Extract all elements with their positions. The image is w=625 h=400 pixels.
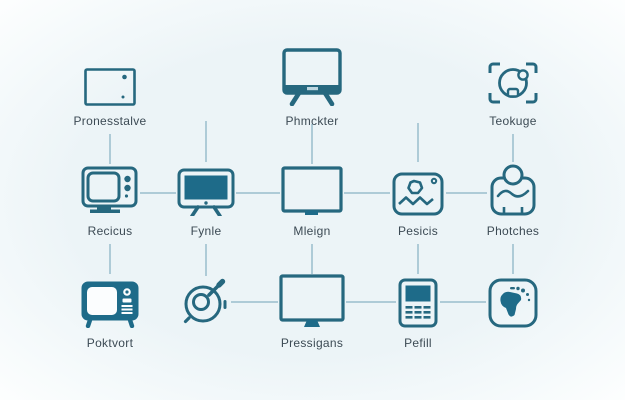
node-mleign: Mleign [262,164,362,238]
node-label: Mleign [293,224,331,238]
connector-disc-monitorstand [231,301,278,303]
portrait-icon [463,164,563,216]
node-label: Photches [486,224,540,238]
tv-with-legs-icon [262,44,362,106]
connector-monitorstand-calculator [346,301,396,303]
node-teokuge: Teokuge [463,44,563,128]
connector-retrotv-poktvort [109,244,111,274]
calculator-icon [368,274,468,328]
connector-display-monitorstand [311,244,313,274]
connector-col2-monitor [205,121,207,162]
node-label: Phmckter [285,114,339,128]
node-label: Pefill [404,336,432,350]
connector-tvlegs-display [311,124,313,164]
connector-photo-portrait [446,192,487,194]
connector-retrotv-monitor [140,192,176,194]
globe-icon [463,274,563,328]
node-disc [156,274,256,328]
tablet-icon [60,44,160,106]
node-phmckter: Phmckter [262,44,362,128]
node-pressigans: Pressigans [262,274,362,350]
node-label: Pressigans [280,336,344,350]
connector-calculator-globe [440,301,486,303]
node-globe [463,274,563,328]
monitor-stand-icon [262,274,362,328]
connector-photo-calculator [417,244,419,274]
node-label: Recicus [87,224,133,238]
node-label: Pesicis [397,224,439,238]
connector-monitor-disc [205,244,207,276]
node-recicus: Recicus [60,164,160,238]
photo-icon [368,164,468,216]
retro-tv-filled-icon [60,274,160,328]
connector-col4-photo [417,123,419,162]
display-plain-icon [262,164,362,216]
monitor-filled-icon [156,164,256,216]
connector-display-photo [344,192,390,194]
node-label: Pronesstalve [73,114,147,128]
connector-monitor-display [236,192,280,194]
connector-facescan-portrait [512,134,514,162]
node-pesicis: Pesicis [368,164,468,238]
retro-tv-icon [60,164,160,216]
connector-tablet-retrotv [109,134,111,164]
node-pefill: Pefill [368,274,468,350]
connector-portrait-globe [512,244,514,274]
node-photches: Photches [463,164,563,238]
disc-icon [156,274,256,328]
node-fynle: Fynle [156,164,256,238]
node-label: Teokuge [489,114,537,128]
face-scan-icon [463,44,563,106]
node-label: Fynle [190,224,222,238]
node-label: Poktvort [86,336,134,350]
node-pronesstalve: Pronesstalve [60,44,160,128]
node-poktvort: Poktvort [60,274,160,350]
